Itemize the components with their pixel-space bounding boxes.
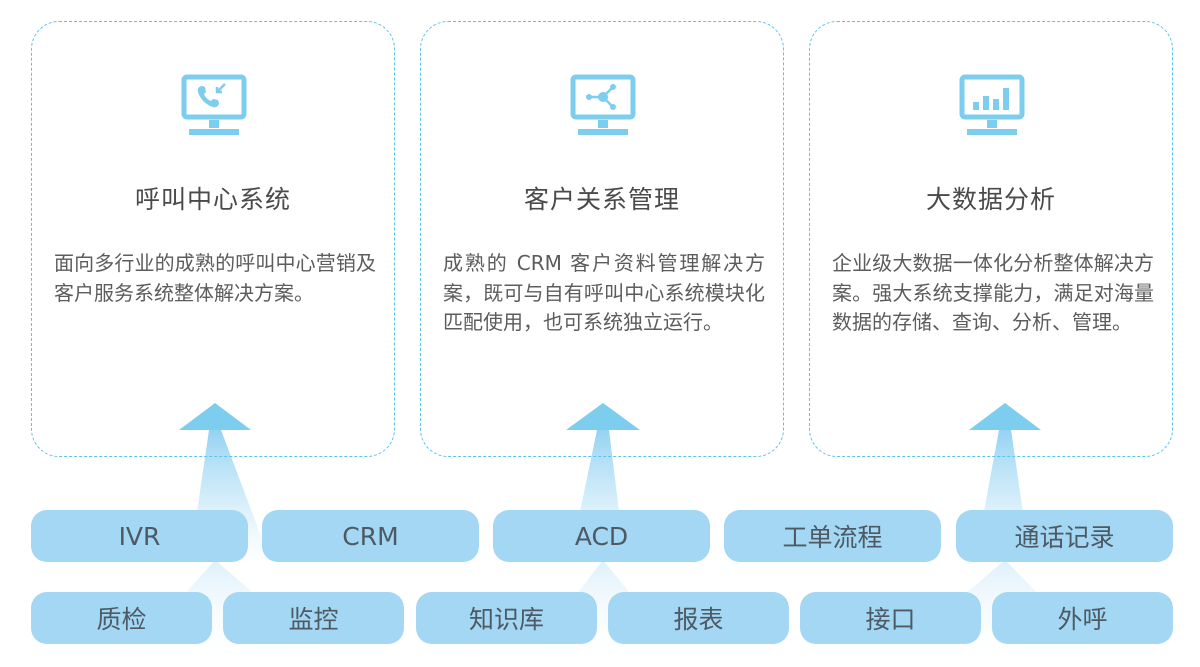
module-knowledge-base: 知识库 [416,592,597,644]
card-title: 呼叫中心系统 [134,185,291,214]
card-big-data: 大数据分析 企业级大数据一体化分析整体解决方案。强大系统支撑能力，满足对海量数据… [809,21,1173,457]
module-outbound-call: 外呼 [992,592,1173,644]
card-title: 大数据分析 [925,185,1056,214]
card-crm: 客户关系管理 成熟的 CRM 客户资料管理解决方案，既可与自有呼叫中心系统模块化… [420,21,784,457]
module-quality-check: 质检 [31,592,212,644]
card-description: 成熟的 CRM 客户资料管理解决方案，既可与自有呼叫中心系统模块化匹配使用，也可… [443,251,765,334]
card-description: 面向多行业的成熟的呼叫中心营销及客户服务系统整体解决方案。 [54,251,376,305]
card-description: 企业级大数据一体化分析整体解决方案。强大系统支撑能力，满足对海量数据的存储、查询… [832,251,1154,334]
crm-network-monitor-icon [570,74,636,135]
module-crm: CRM [262,510,479,562]
module-call-records: 通话记录 [956,510,1173,562]
module-reports: 报表 [608,592,789,644]
card-title: 客户关系管理 [523,185,680,214]
card-call-center: 呼叫中心系统 面向多行业的成熟的呼叫中心营销及客户服务系统整体解决方案。 [31,21,395,457]
bar-chart-monitor-icon [959,74,1025,135]
module-interface: 接口 [800,592,981,644]
module-ivr: IVR [31,510,248,562]
call-center-monitor-icon [181,74,247,135]
module-monitoring: 监控 [223,592,404,644]
module-acd: ACD [493,510,710,562]
module-work-order: 工单流程 [724,510,941,562]
